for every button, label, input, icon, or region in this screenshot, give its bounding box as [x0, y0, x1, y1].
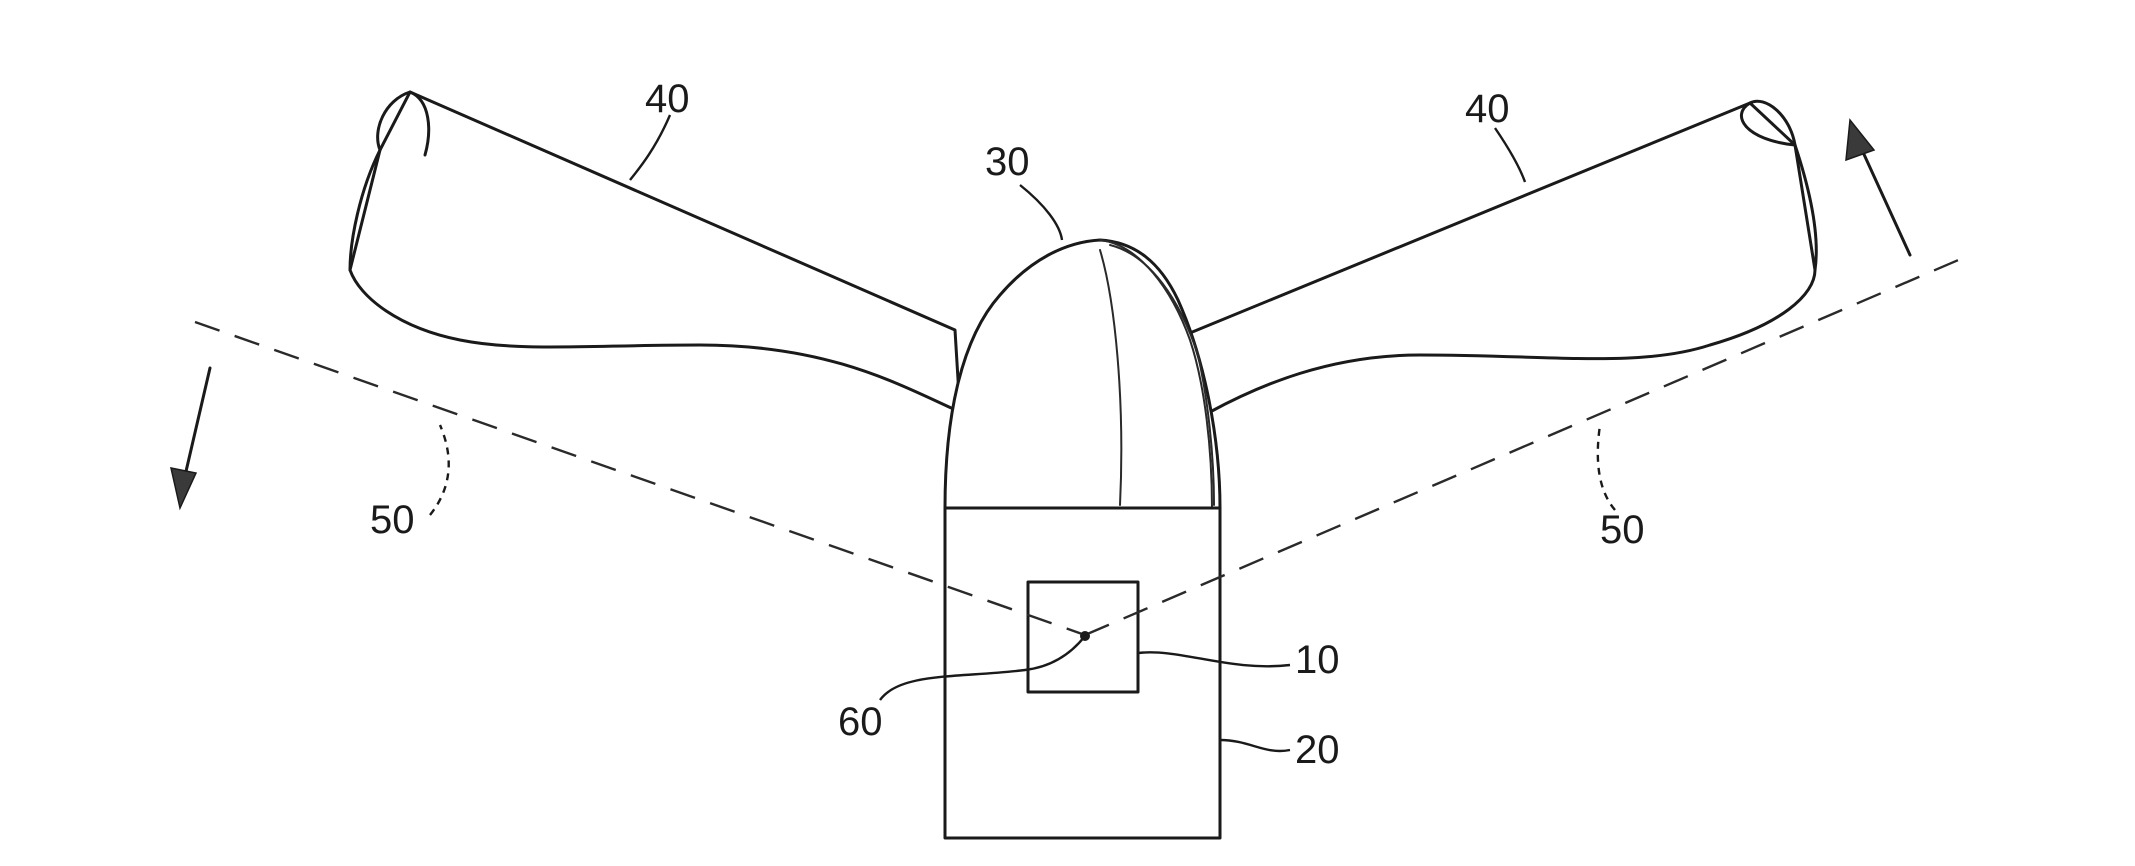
rotor-blade-left: [350, 92, 960, 412]
label-line-right: 50: [1600, 508, 1645, 552]
label-rotor-blade-right: 40: [1465, 87, 1510, 131]
leader-50-right: [1598, 425, 1615, 510]
label-point: 60: [838, 700, 883, 744]
leader-20: [1220, 740, 1290, 751]
leader-30: [1020, 185, 1062, 240]
label-rotor-blade-left: 40: [645, 77, 690, 121]
label-line-left: 50: [370, 498, 415, 542]
leader-50-left: [430, 425, 449, 515]
label-nacelle: 20: [1295, 728, 1340, 772]
arrow-up-icon: [1846, 120, 1910, 255]
arrow-down-icon: [171, 368, 210, 508]
leader-40-left: [630, 115, 670, 180]
spinner: [945, 240, 1220, 508]
label-spinner: 30: [985, 140, 1030, 184]
rotor-blade-right: [1185, 101, 1816, 412]
leader-40-right: [1495, 128, 1525, 182]
label-sensor: 10: [1295, 638, 1340, 682]
